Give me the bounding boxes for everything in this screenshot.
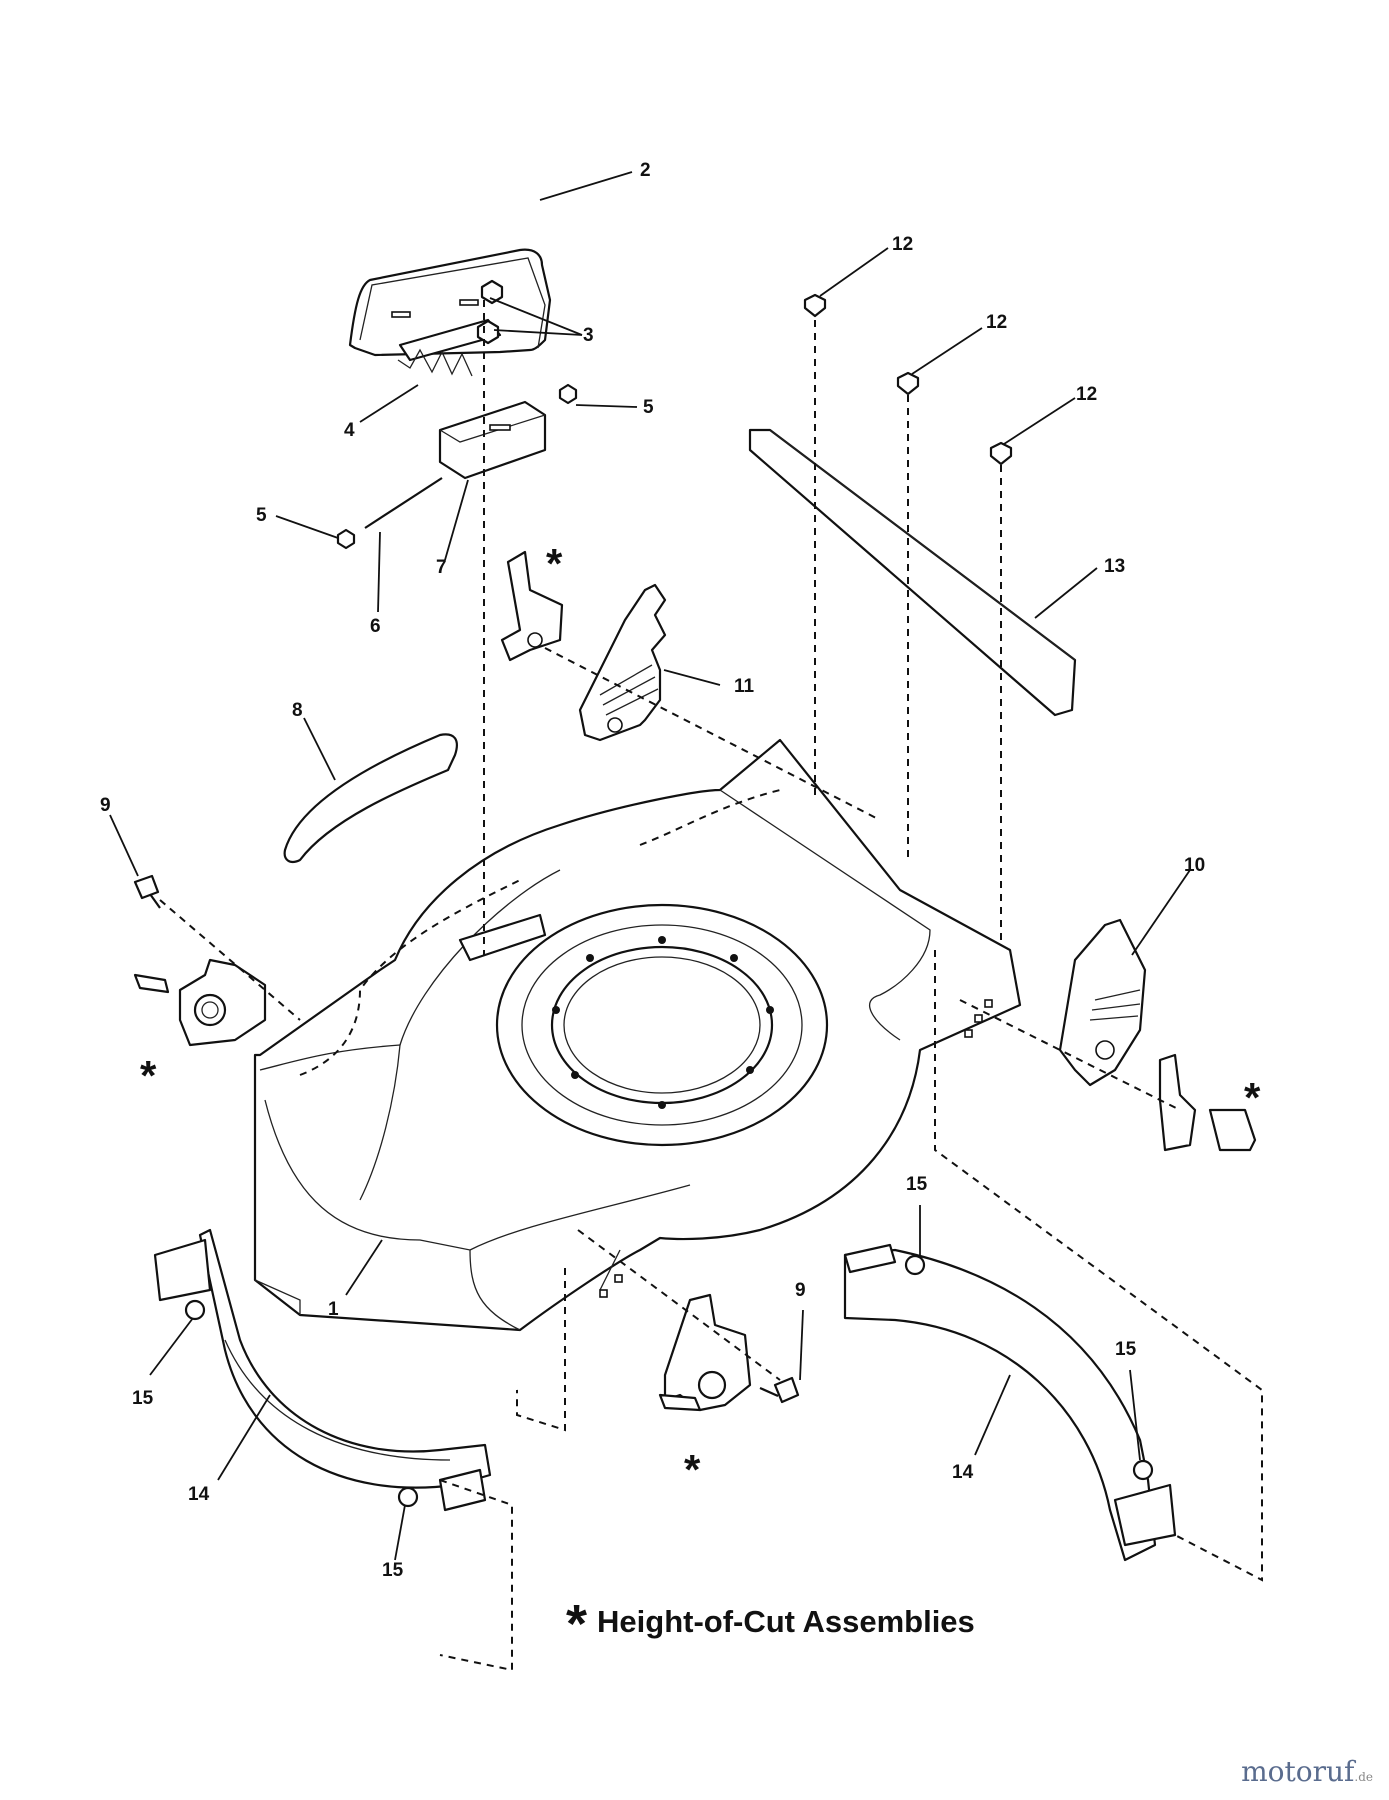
callout-7: 7	[436, 557, 447, 578]
hoc-plate-10	[1058, 918, 1147, 1087]
callout-15c: 15	[906, 1174, 928, 1195]
callout-14a: 14	[188, 1484, 210, 1505]
callout-15a: 15	[132, 1388, 154, 1409]
callout-12b: 12	[986, 312, 1007, 333]
nut-15b	[397, 1486, 419, 1508]
skirt-right	[843, 1243, 1177, 1562]
bolt-9-front	[759, 1376, 800, 1404]
leader-lines	[109, 171, 1191, 1561]
nut-3b	[476, 319, 500, 345]
callout-2: 2	[640, 160, 651, 181]
nut-15c	[904, 1254, 926, 1276]
callout-4: 4	[344, 420, 355, 441]
assembly-lines	[159, 300, 1263, 1672]
watermark-tld: .de	[1354, 1770, 1373, 1784]
bolt-9-left	[133, 874, 161, 909]
callout-15b: 15	[382, 1560, 404, 1581]
hoc-plate-11	[578, 583, 667, 742]
callout-12a: 12	[892, 234, 913, 255]
nut-15a	[184, 1299, 206, 1321]
hinge-rod	[364, 477, 443, 529]
callout-9b: 9	[795, 1280, 806, 1301]
watermark-brand: motoruf	[1241, 1755, 1355, 1788]
nut-15d	[1132, 1459, 1154, 1481]
mower-deck	[253, 738, 1022, 1332]
nut-5b	[336, 528, 356, 550]
hoc-marker-front: *	[684, 1446, 701, 1493]
callout-5a: 5	[643, 397, 654, 418]
hoc-marker-left: *	[140, 1052, 157, 1099]
callout-9a: 9	[100, 795, 111, 816]
callout-8: 8	[292, 700, 303, 721]
callout-12c: 12	[1076, 384, 1097, 405]
legend: * Height-of-Cut Assemblies	[566, 1594, 975, 1654]
spring	[397, 348, 473, 377]
side-deflector	[283, 733, 458, 864]
callout-3: 3	[583, 325, 594, 346]
rear-baffle	[748, 428, 1077, 717]
callout-13: 13	[1104, 556, 1125, 577]
callout-6: 6	[370, 616, 381, 637]
callout-14b: 14	[952, 1462, 974, 1483]
callout-10: 10	[1184, 855, 1205, 876]
nut-5a	[558, 383, 578, 405]
callout-5b: 5	[256, 505, 267, 526]
hoc-markers: * * * *	[140, 540, 1261, 1493]
cap-12a	[803, 293, 827, 318]
hoc-assembly-top	[500, 550, 564, 662]
hoc-marker-top: *	[546, 540, 563, 587]
callout-11: 11	[734, 676, 755, 697]
nut-3a	[480, 279, 504, 305]
callout-1: 1	[328, 1299, 339, 1320]
hoc-assembly-left	[133, 958, 267, 1047]
callout-15d: 15	[1115, 1339, 1137, 1360]
hoc-assembly-rear	[1158, 1053, 1257, 1152]
watermark: motoruf.de	[1241, 1755, 1373, 1788]
hinge-bracket	[438, 400, 547, 480]
rear-flap	[348, 248, 552, 362]
cap-12c	[989, 441, 1013, 466]
hoc-marker-rear: *	[1244, 1074, 1261, 1121]
legend-marker: *	[566, 1594, 588, 1654]
skirt-left	[153, 1228, 492, 1512]
hoc-assembly-front	[658, 1293, 752, 1412]
cap-12b	[896, 371, 920, 396]
legend-text: Height-of-Cut Assemblies	[597, 1604, 975, 1639]
callouts: 1 2 3 4 5 5 6 7 8 9 9 10 11 12 12 12 13 …	[100, 160, 1205, 1581]
